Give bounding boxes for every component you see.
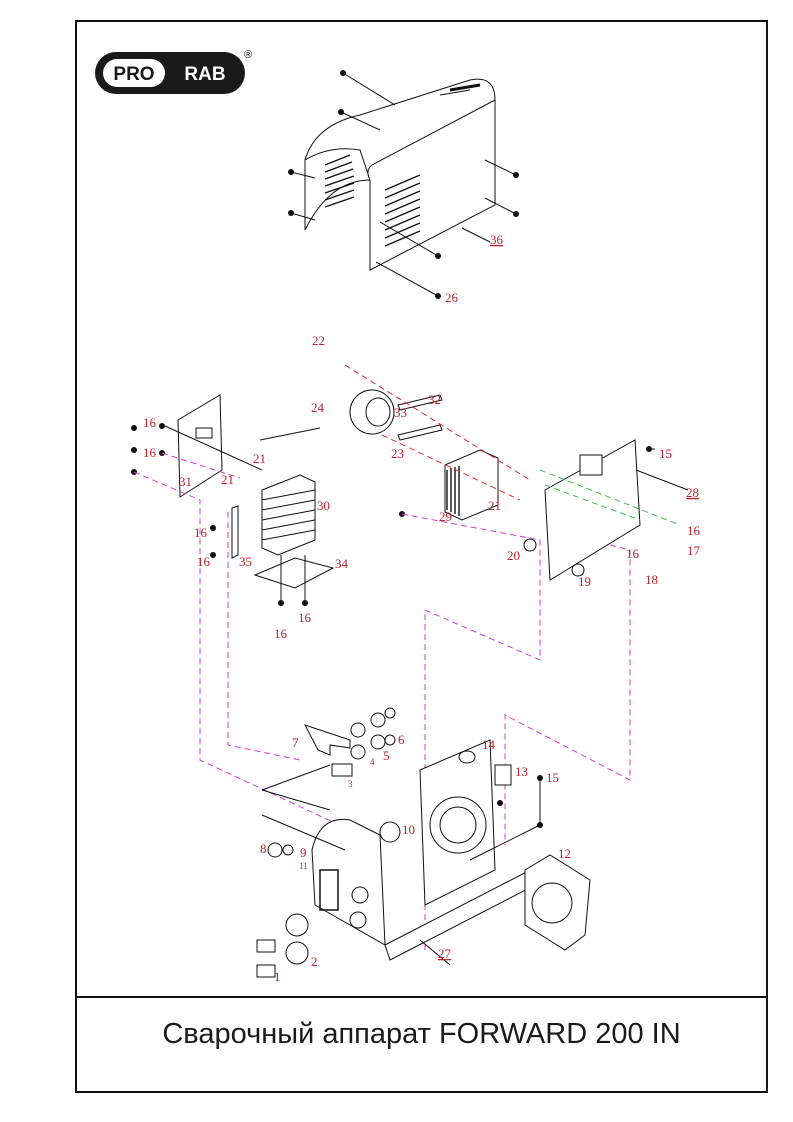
cover-part-36: [288, 70, 519, 299]
label-16-h: 16: [626, 546, 640, 561]
label-8: 8: [260, 841, 267, 856]
label-16-f: 16: [298, 610, 312, 625]
rectifier-assembly: [131, 364, 689, 950]
label-11: 11: [299, 861, 308, 871]
label-7: 7: [292, 735, 299, 750]
label-16-a: 16: [143, 415, 157, 430]
label-21-c: 21: [488, 498, 501, 513]
caption-title: Сварочный аппарат FORWARD 200 IN: [162, 1018, 681, 1050]
logo-left-text: PRO: [113, 64, 154, 85]
label-32: 32: [428, 392, 441, 407]
label-19: 19: [578, 574, 591, 589]
label-24: 24: [311, 400, 325, 415]
label-16-c: 16: [194, 525, 208, 540]
label-29: 29: [439, 509, 452, 524]
logo-registered-mark: ®: [244, 49, 252, 61]
label-2: 2: [311, 954, 318, 969]
label-28: 28: [686, 485, 699, 500]
label-16-g: 16: [687, 523, 701, 538]
chassis-assembly: [256, 707, 591, 978]
label-1: 1: [274, 969, 281, 984]
part-labels: 1 2 3 4 5 6 7 8 9 10 11 12 13 14 15 15 1…: [143, 232, 701, 984]
label-33: 33: [394, 405, 407, 420]
page-frame: Сварочный аппарат FORWARD 200 IN: [75, 20, 768, 1093]
label-21-a: 21: [253, 451, 266, 466]
label-6: 6: [398, 732, 405, 747]
label-16-e: 16: [274, 626, 288, 641]
label-9: 9: [300, 845, 307, 860]
label-13: 13: [515, 764, 528, 779]
prorab-logo: PRO RAB ®: [95, 49, 252, 94]
label-16-b: 16: [143, 445, 157, 460]
caption-divider: [77, 996, 766, 998]
label-14: 14: [482, 737, 496, 752]
label-34: 34: [335, 556, 349, 571]
label-26: 26: [445, 290, 459, 305]
label-15: 15: [659, 446, 672, 461]
label-22: 22: [312, 333, 325, 348]
label-30: 30: [317, 498, 330, 513]
label-31: 31: [179, 474, 192, 489]
label-21-b: 21: [221, 472, 234, 487]
label-5: 5: [383, 748, 390, 763]
label-27: 27: [438, 946, 452, 961]
label-12: 12: [558, 846, 571, 861]
logo-right-text: RAB: [184, 64, 225, 85]
label-10: 10: [402, 822, 415, 837]
label-17: 17: [687, 543, 701, 558]
label-18: 18: [645, 572, 658, 587]
label-20: 20: [507, 548, 520, 563]
label-4: 4: [370, 757, 375, 767]
label-16-d: 16: [197, 554, 211, 569]
label-15-lower: 15: [546, 770, 559, 785]
label-35: 35: [239, 554, 252, 569]
label-23: 23: [391, 446, 404, 461]
label-3: 3: [348, 779, 353, 789]
label-36: 36: [490, 232, 504, 247]
